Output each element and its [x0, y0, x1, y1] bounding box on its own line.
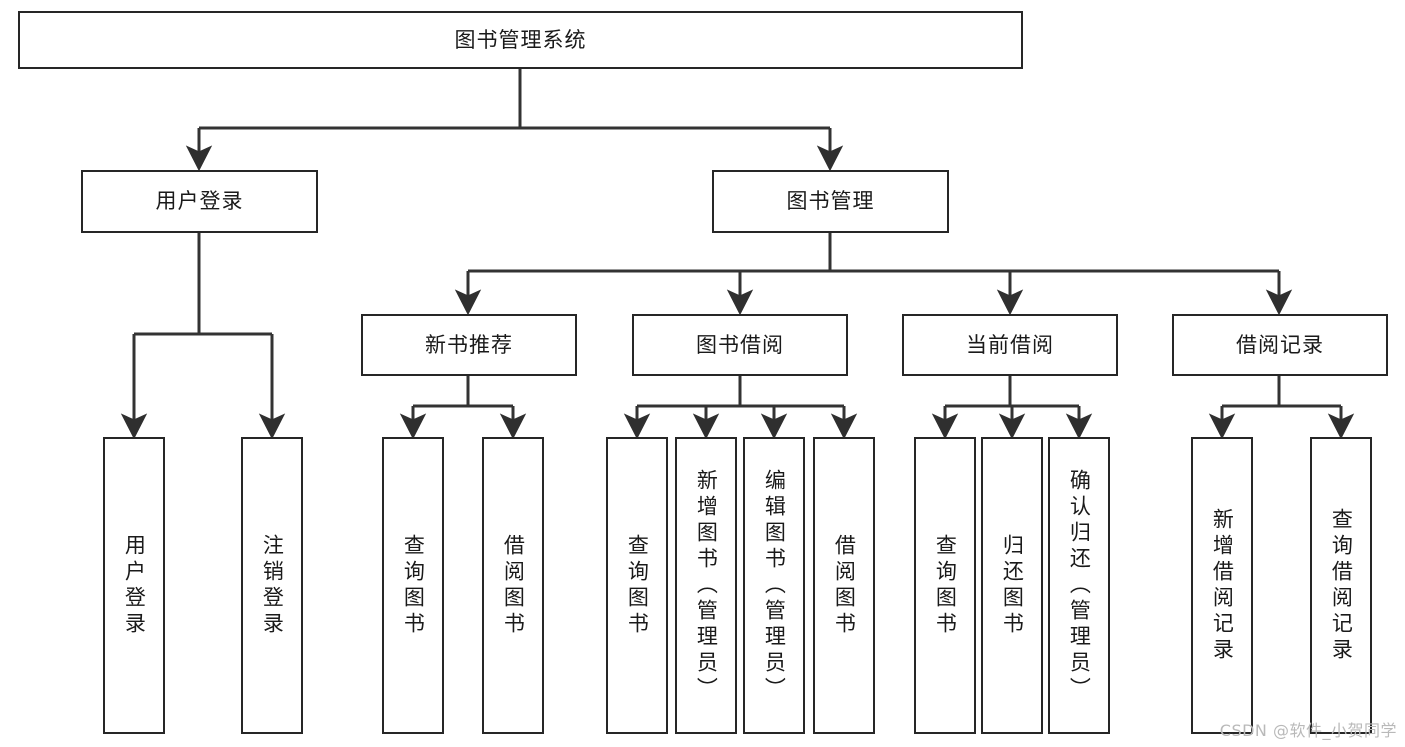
node-leaf-query-book-2-label: 查询图书 [625, 533, 650, 638]
node-current-borrow[interactable]: 当前借阅 [902, 314, 1118, 376]
node-book-borrow-label: 图书借阅 [696, 332, 784, 357]
node-book-manage[interactable]: 图书管理 [712, 170, 949, 233]
node-leaf-logout-label: 注销登录 [260, 533, 285, 638]
node-leaf-query-book-1-label: 查询图书 [401, 533, 426, 638]
node-leaf-logout[interactable]: 注销登录 [241, 437, 303, 734]
node-new-book-recommend-label: 新书推荐 [425, 332, 513, 357]
node-book-borrow[interactable]: 图书借阅 [632, 314, 848, 376]
node-user-login[interactable]: 用户登录 [81, 170, 318, 233]
node-leaf-borrow-book-1[interactable]: 借阅图书 [482, 437, 544, 734]
node-leaf-add-book-label: 新增图书（管理员） [694, 468, 719, 703]
node-leaf-borrow-book-2[interactable]: 借阅图书 [813, 437, 875, 734]
node-leaf-query-record-label: 查询借阅记录 [1329, 507, 1354, 664]
node-leaf-query-book-3-label: 查询图书 [933, 533, 958, 638]
watermark: CSDN @软件_小贺同学 [1219, 721, 1397, 740]
node-leaf-edit-book-label: 编辑图书（管理员） [762, 468, 787, 703]
node-leaf-borrow-book-1-label: 借阅图书 [501, 533, 526, 638]
node-borrow-record[interactable]: 借阅记录 [1172, 314, 1388, 376]
node-leaf-user-login-label: 用户登录 [122, 533, 147, 638]
node-book-manage-label: 图书管理 [786, 189, 875, 214]
node-leaf-user-login[interactable]: 用户登录 [103, 437, 165, 734]
node-root-label: 图书管理系统 [454, 27, 587, 52]
node-leaf-edit-book[interactable]: 编辑图书（管理员） [743, 437, 805, 734]
node-leaf-confirm-return[interactable]: 确认归还（管理员） [1048, 437, 1110, 734]
node-leaf-return-book-label: 归还图书 [1000, 533, 1025, 638]
node-leaf-confirm-return-label: 确认归还（管理员） [1067, 468, 1092, 703]
node-leaf-query-book-2[interactable]: 查询图书 [606, 437, 668, 734]
node-current-borrow-label: 当前借阅 [966, 332, 1054, 357]
node-leaf-add-book[interactable]: 新增图书（管理员） [675, 437, 737, 734]
node-leaf-add-record[interactable]: 新增借阅记录 [1191, 437, 1253, 734]
node-leaf-query-book-1[interactable]: 查询图书 [382, 437, 444, 734]
node-root[interactable]: 图书管理系统 [18, 11, 1023, 69]
node-borrow-record-label: 借阅记录 [1236, 332, 1324, 357]
node-leaf-add-record-label: 新增借阅记录 [1210, 507, 1235, 664]
node-leaf-query-record[interactable]: 查询借阅记录 [1310, 437, 1372, 734]
node-user-login-label: 用户登录 [155, 189, 244, 214]
node-leaf-return-book[interactable]: 归还图书 [981, 437, 1043, 734]
node-new-book-recommend[interactable]: 新书推荐 [361, 314, 577, 376]
node-leaf-query-book-3[interactable]: 查询图书 [914, 437, 976, 734]
node-leaf-borrow-book-2-label: 借阅图书 [832, 533, 857, 638]
